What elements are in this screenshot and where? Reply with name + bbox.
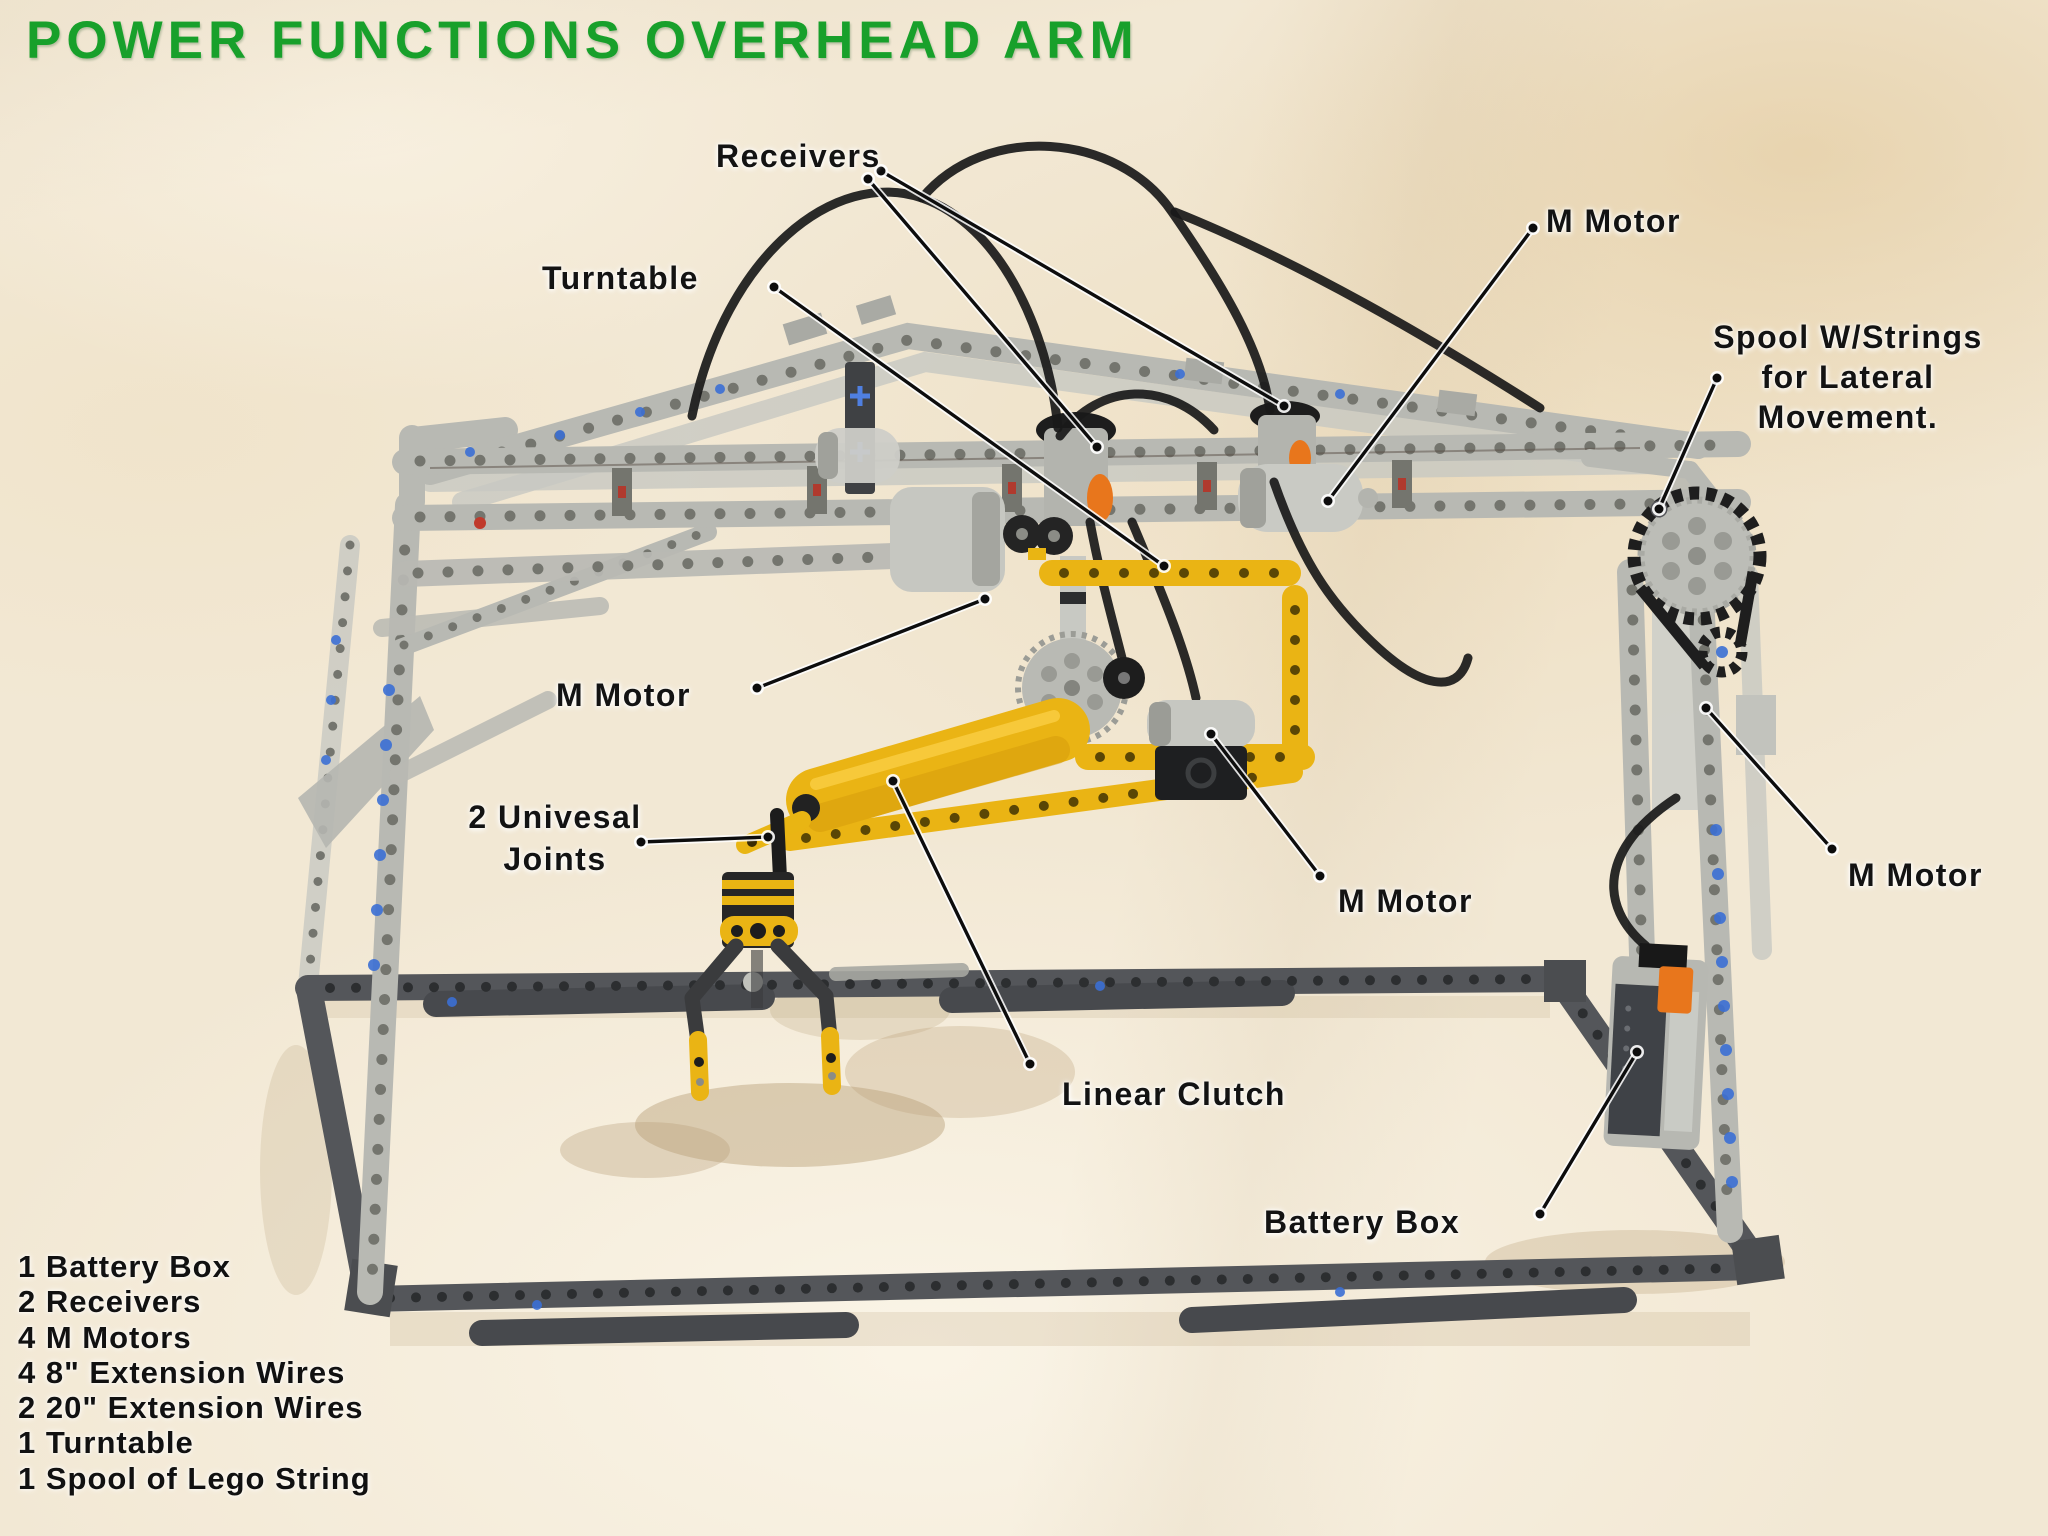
robot-arm [684, 515, 1315, 1101]
label-m-motor-top: M Motor [1546, 203, 1681, 239]
page-title: POWER FUNCTIONS OVERHEAD ARM [26, 11, 1139, 70]
parts-list-item: 1 Turntable [18, 1425, 194, 1461]
label-spool-line1: Spool W/Strings [1713, 319, 1983, 355]
label-linear-clutch: Linear Clutch [1062, 1076, 1286, 1112]
label-m-motor-left: M Motor [556, 677, 691, 713]
label-battery-box: Battery Box [1264, 1204, 1461, 1240]
leader-universal-joints [634, 830, 775, 849]
leader-m-motor-top [1321, 221, 1540, 508]
parts-list: 1 Battery Box 2 Receivers 4 M Motors 4 8… [18, 1249, 371, 1496]
leader-turntable [767, 280, 1171, 573]
leader-m-motor-right [1699, 701, 1839, 856]
label-m-motor-center: M Motor [1338, 883, 1473, 919]
parts-list-item: 4 8" Extension Wires [18, 1354, 346, 1390]
left-a-frame [298, 322, 1711, 1305]
label-receivers: Receivers [716, 138, 881, 174]
leader-m-motor-left [750, 592, 992, 695]
leader-battery-box [1533, 1045, 1644, 1221]
label-spool-line3: Movement. [1757, 399, 1939, 435]
parts-list-item: 4 M Motors [18, 1319, 192, 1355]
label-spool-line2: for Lateral [1761, 359, 1935, 395]
receivers-and-motors [815, 362, 1378, 592]
parts-list-item: 2 Receivers [18, 1284, 202, 1320]
leader-m-motor-center [1204, 727, 1327, 883]
label-spool-w-strings: Spool W/Strings for Lateral Movement. [1652, 317, 2044, 437]
leader-spool [1652, 371, 1724, 516]
parts-list-item: 1 Battery Box [18, 1249, 231, 1284]
leader-receivers-2 [874, 164, 1291, 413]
parts-list-item: 2 20" Extension Wires [18, 1390, 364, 1426]
label-universal-joints: 2 Univesal Joints [400, 796, 710, 880]
parts-list-item: 1 Spool of Lego String [18, 1460, 371, 1496]
label-universal-line2: Joints [503, 841, 607, 877]
base-frame [295, 960, 1785, 1346]
label-m-motor-right: M Motor [1848, 857, 1983, 893]
leader-linear-clutch [886, 774, 1037, 1071]
label-universal-line1: 2 Univesal [468, 799, 642, 835]
label-turntable: Turntable [542, 260, 699, 296]
leader-receivers-1 [861, 172, 1104, 454]
